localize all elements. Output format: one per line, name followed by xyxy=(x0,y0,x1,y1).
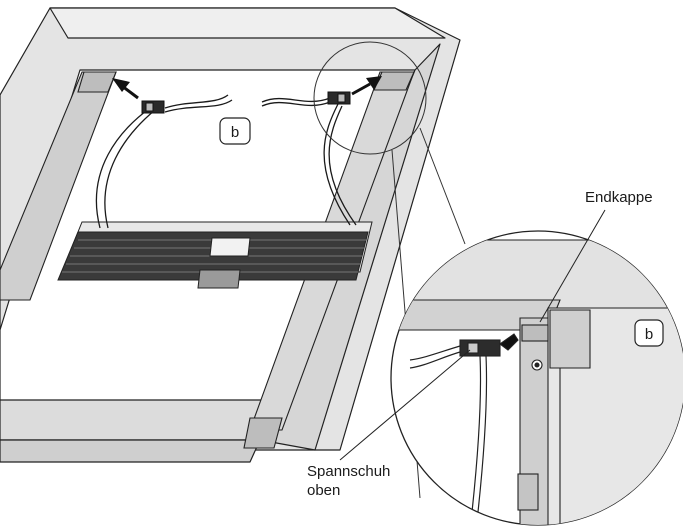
cables xyxy=(95,94,357,229)
detail-circle xyxy=(390,230,683,526)
right-connector xyxy=(327,91,351,105)
tag-b-main: b xyxy=(219,117,251,145)
frame-bottom-lip xyxy=(0,439,261,463)
detail-end-cap xyxy=(549,309,591,369)
blind-package xyxy=(57,221,373,289)
frame-top-bevel xyxy=(49,7,446,39)
left-guide-rail xyxy=(0,71,117,301)
blind-pull-tab xyxy=(197,269,241,289)
tag-b-detail: b xyxy=(634,319,664,347)
left-connector xyxy=(141,100,165,114)
detail-arrow xyxy=(499,333,519,351)
label-endkappe: Endkappe xyxy=(585,189,653,206)
tag-b-main-text: b xyxy=(231,124,239,141)
arrow-right xyxy=(351,76,382,96)
tag-b-detail-text: b xyxy=(645,326,653,343)
arrow-left xyxy=(112,78,139,100)
leader-lines xyxy=(339,209,606,461)
blind-handle xyxy=(209,237,251,257)
label-oben: oben xyxy=(307,482,340,499)
label-spannschuh: Spannschuh xyxy=(307,463,390,480)
bottom-end-cap xyxy=(243,417,283,449)
frame-bottom-sill xyxy=(0,399,266,441)
